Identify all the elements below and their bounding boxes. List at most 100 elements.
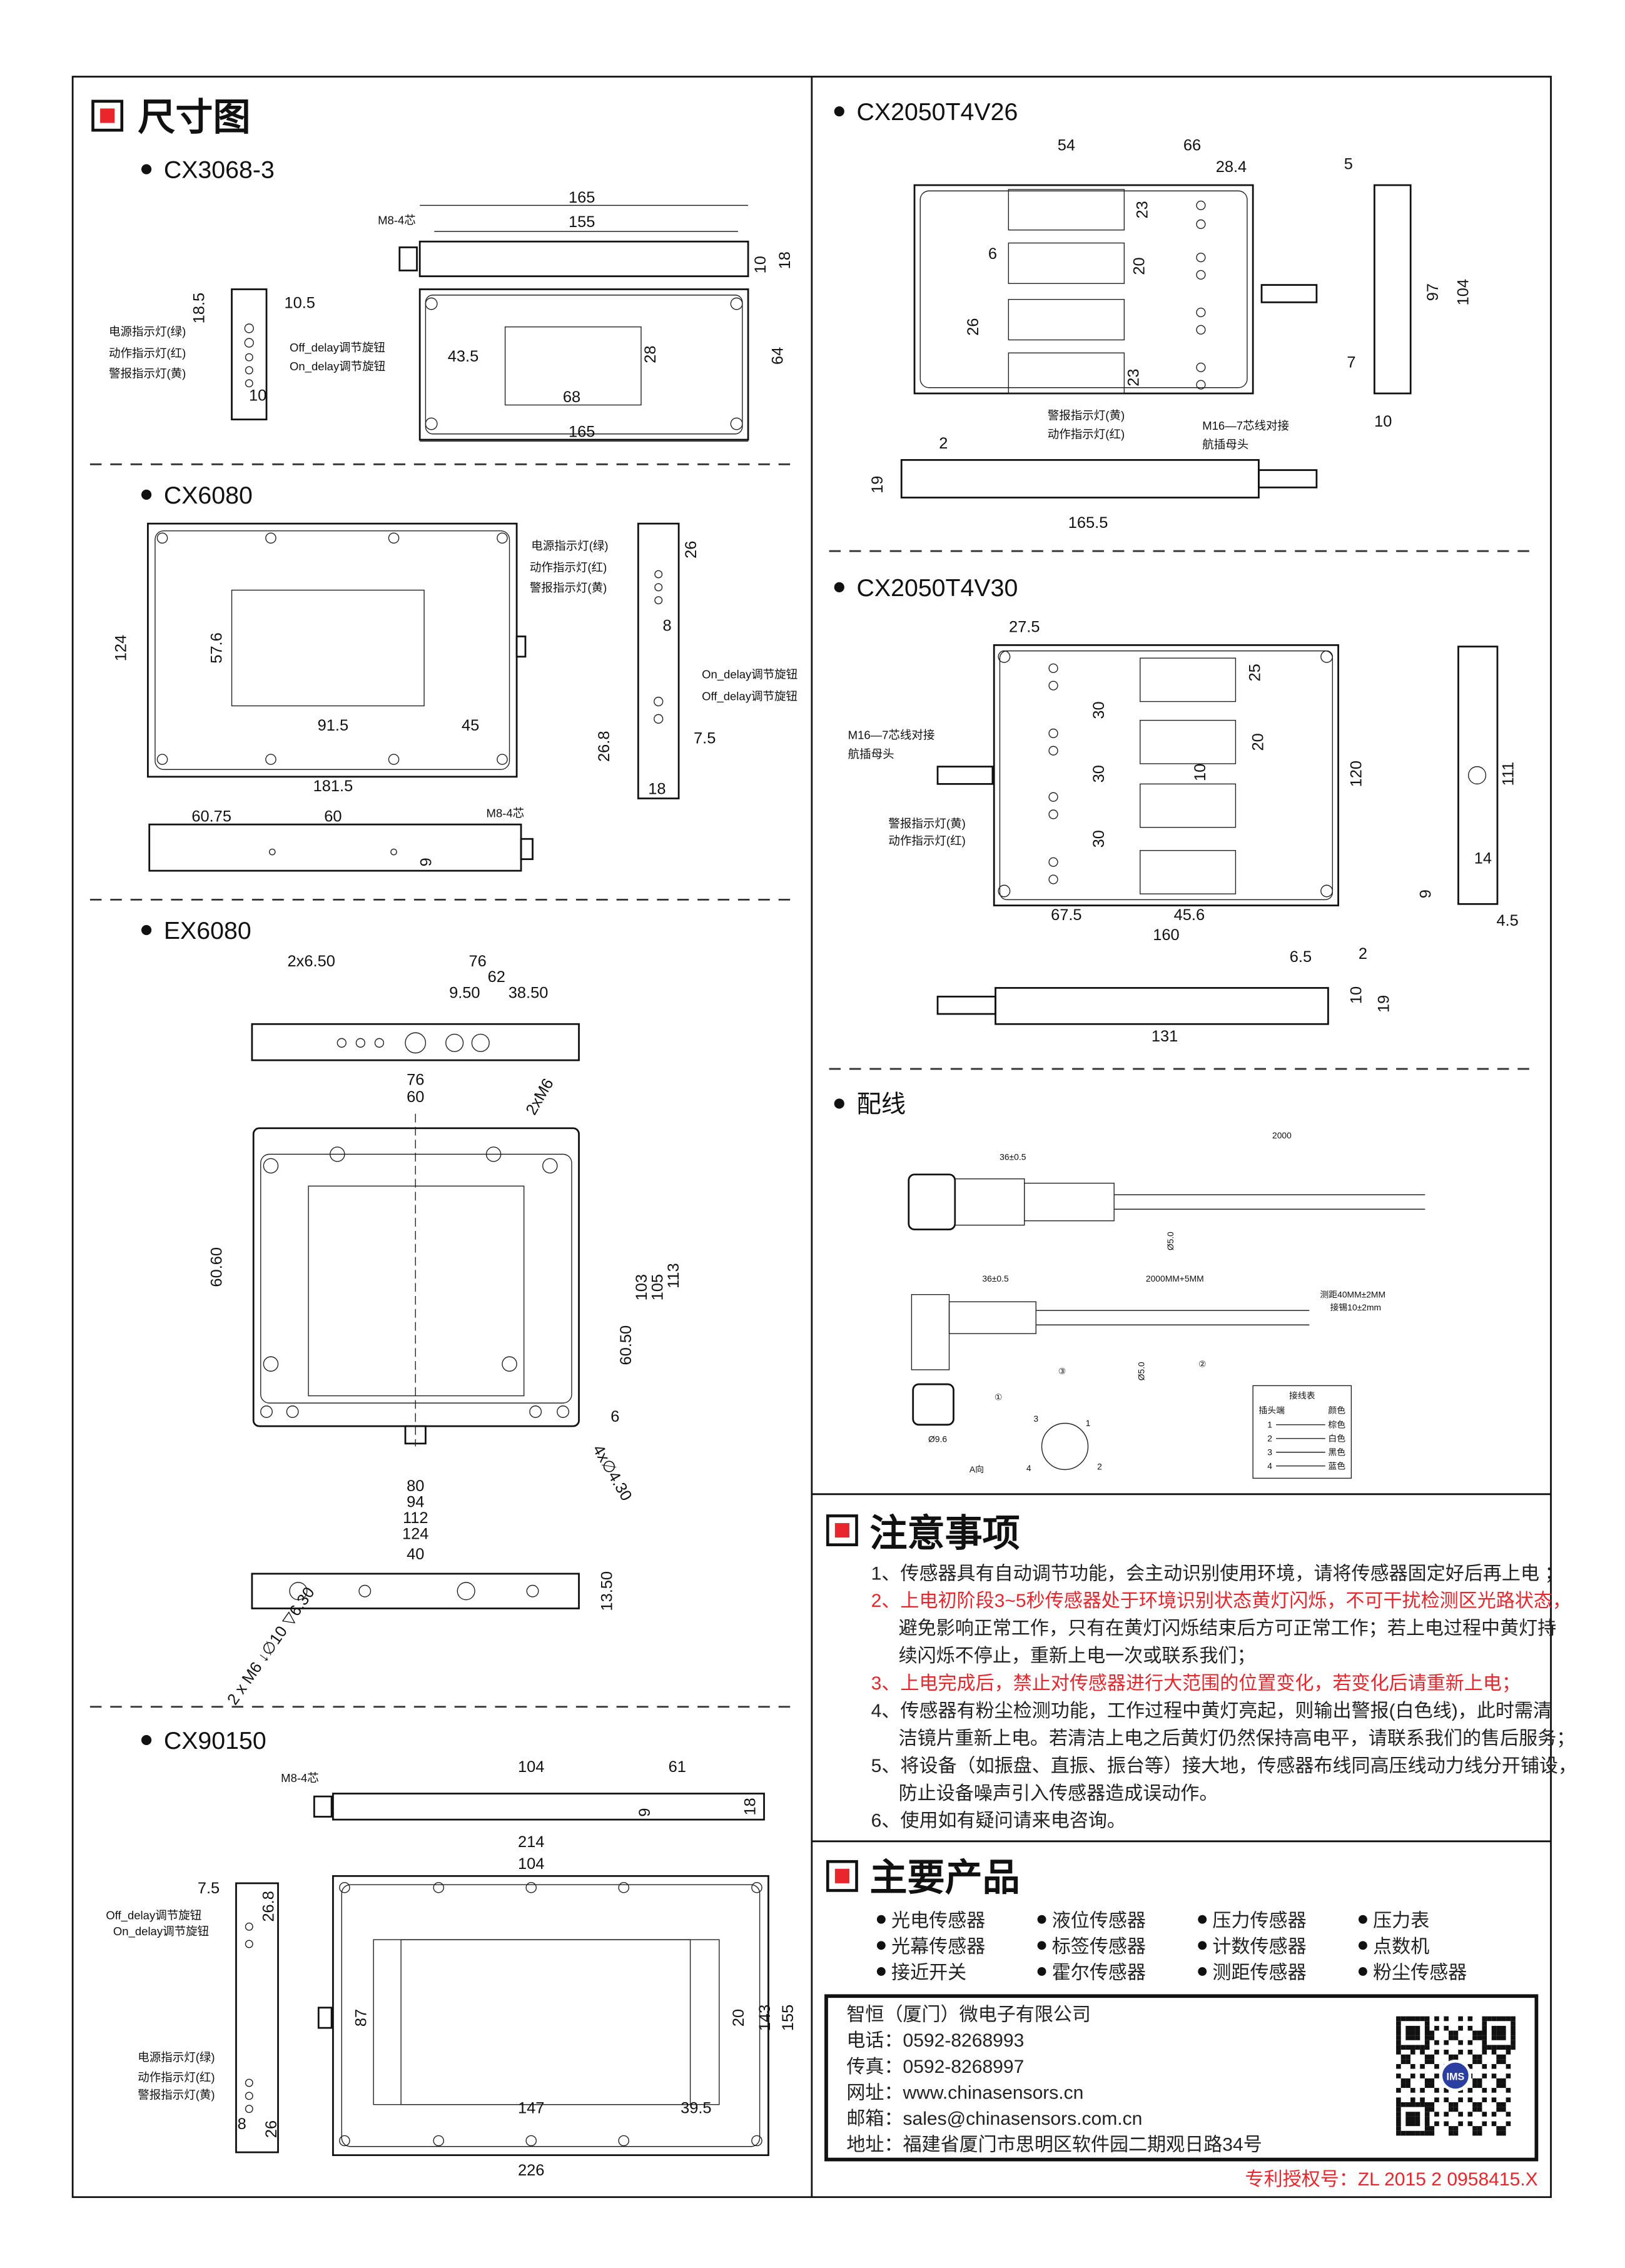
product-item: 标签传感器 [1052,1936,1146,1957]
bullet-icon [1198,1915,1207,1924]
dimension-label: 60.60 [208,1247,225,1287]
dimension-label: 5 [1344,156,1353,173]
wiring-table-title: 接线表 [1289,1390,1315,1400]
dimension-label: 10 [1192,764,1209,781]
dimension-label: 7 [1347,353,1355,371]
dimension-label: 14 [1474,850,1492,868]
dimension-label: 80 [407,1477,424,1495]
bullet-icon [141,164,152,175]
callout-label: M8-4芯 [487,807,525,820]
callout-label: 电源指示灯(绿) [109,325,186,338]
dimension-label: 26 [682,541,700,559]
callout-label: 警报指示灯(黄) [1048,409,1125,422]
dimension-label: ③ [1058,1366,1066,1376]
dimension-label: 6 [610,1408,619,1425]
dimension-label: 30 [1090,765,1108,782]
dimension-label: 1 [1086,1418,1091,1428]
dimension-label: 10 [1348,986,1365,1004]
dimension-label: 61 [669,1758,686,1776]
dimension-label: 76 [407,1071,424,1088]
model-title: CX3068-3 [164,156,275,183]
dimension-label: 104 [1455,279,1472,305]
dimension-label: 19 [869,476,886,494]
product-item: 压力传感器 [1212,1910,1306,1931]
dimension-label: 接锡10±2mm [1330,1302,1382,1312]
note-line: 4、传感器有粉尘检测功能，工作过程中黄灯亮起，则输出警报(白色线)，此时需清 [871,1701,1552,1721]
drawing-wiring [908,1173,1425,1479]
callout-label: On_delay调节旋钮 [290,360,385,373]
bullet-icon [834,106,844,117]
bullet-icon [141,924,152,936]
dimension-label: 155 [569,213,595,231]
dimension-label: 26 [263,2120,280,2138]
dimension-label: 87 [353,2009,370,2027]
dimension-label: 测距40MM±2MM [1320,1289,1385,1299]
callout-label: 动作指示灯(红) [888,834,965,848]
dimension-label: 165 [569,189,595,206]
bullet-icon [1037,1915,1046,1924]
dimension-label: 9 [1417,889,1435,898]
dimension-label: 54 [1058,137,1075,154]
website-link[interactable]: 网址：www.chinasensors.cn [846,2082,1083,2103]
dimension-label: Ø5.0 [1165,1232,1175,1250]
red-square-fill [834,1523,849,1538]
dimension-label: 124 [402,1526,428,1543]
dimensions-header: 尺寸图 [91,96,251,138]
dimension-label: 2x6.50 [288,953,335,970]
dimension-label: 9 [418,858,435,866]
dimension-label: 160 [1153,926,1179,944]
dimension-label: 2 [1359,945,1367,963]
dimension-label: 28.4 [1216,158,1247,176]
product-item: 粉尘传感器 [1373,1963,1467,1983]
product-item: 光电传感器 [891,1910,985,1931]
drawing-v30 [936,644,1499,1025]
dimension-label: 111 [1499,762,1517,786]
dimension-label: 10 [752,256,769,273]
callout-label: 警报指示灯(黄) [888,817,965,830]
bullet-icon [1198,1967,1207,1976]
dimension-label: 2000MM+5MM [1146,1273,1204,1283]
address: 地址：福建省厦门市思明区软件园二期观日路34号 [846,2135,1262,2155]
dimension-label: 30 [1090,701,1108,719]
drawing-v26 [900,184,1412,499]
products-title: 主要产品 [869,1856,1020,1898]
callout-label: M8-4芯 [378,213,416,226]
dimension-label: 20 [1131,257,1148,275]
wiring-pin: 1 [1267,1419,1272,1429]
note-line: 1、传感器具有自动调节功能，会主动识别使用环境，请将传感器固定好后再上电 ； [871,1563,1564,1584]
notes-list: 1、传感器具有自动调节功能，会主动识别使用环境，请将传感器固定好后再上电 ；2、… [871,1563,1577,1831]
dimension-label: 68 [563,388,580,406]
dimension-label: 36±0.5 [982,1273,1009,1283]
red-square-icon [826,1860,858,1892]
drawing-ex6080 [251,1023,580,1609]
dimension-label: 181.5 [313,777,353,795]
products-list: 光电传感器液位传感器压力传感器压力表光幕传感器标签传感器计数传感器点数机接近开关… [876,1910,1467,1983]
dimension-label: 97 [1424,283,1442,301]
model-title: 配线 [857,1090,906,1118]
ims-logo-icon [1439,2060,1472,2092]
dimension-label: 38.50 [509,985,549,1002]
dimension-label: 60.75 [191,808,231,826]
dimension-label: 9.50 [449,985,480,1002]
callout-label: 警报指示灯(黄) [138,2088,215,2101]
product-item: 光幕传感器 [891,1936,985,1957]
dimension-label: 2 x M6 ↓∅10 ▽6.30 [224,1584,318,1708]
note-line: 防止设备噪声引入传感器造成误动作。 [899,1783,1218,1804]
callout-label: 航插母头 [1202,438,1248,451]
callout-label: M16—7芯线对接 [848,729,935,742]
callout-label: 电源指示灯(绿) [531,539,608,552]
product-item: 接近开关 [891,1963,966,1983]
drawing-cx6080 [147,522,680,872]
contact-box: 智恒（厦门）微电子有限公司 电话：0592-8268993 传真：0592-82… [824,1994,1539,2162]
dimension-label: 20 [730,2009,747,2027]
dimension-label: 120 [1348,761,1365,787]
ims-logo-text: IMS [1447,2071,1465,2082]
email-link[interactable]: 邮箱：sales@chinasensors.com.cn [846,2109,1142,2129]
dimension-label: 165 [569,423,595,440]
dimension-label: 104 [518,1758,544,1776]
red-square-fill [834,1868,849,1883]
dimension-label: 10 [249,387,266,405]
model-title: CX90150 [164,1727,266,1754]
dimension-label: 66 [1183,137,1201,154]
